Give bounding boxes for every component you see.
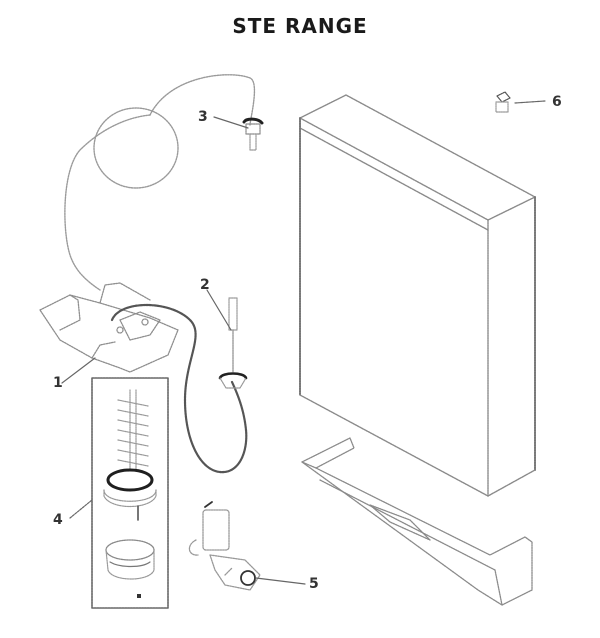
callout-label-2: 2 xyxy=(200,277,210,293)
leader-line-1 xyxy=(61,357,96,384)
leader-line-4 xyxy=(69,499,93,519)
bottom-trim xyxy=(301,437,533,606)
sensor-cable xyxy=(110,303,248,474)
diagram-title: STE RANGE xyxy=(232,14,368,38)
element-kit-part-4 xyxy=(91,377,169,609)
callout-label-1: 1 xyxy=(53,375,63,391)
screw-part-6 xyxy=(495,91,546,113)
cable-loop xyxy=(64,74,256,291)
callout-label-6: 6 xyxy=(552,94,562,110)
leader-line-5 xyxy=(255,577,306,585)
callout-label-4: 4 xyxy=(53,512,63,528)
callout-label-5: 5 xyxy=(309,576,319,592)
bracket-part-1 xyxy=(39,282,179,373)
valve-part-5 xyxy=(188,501,261,591)
front-cover-panel xyxy=(299,94,536,497)
probe-part-2 xyxy=(206,289,248,389)
connector-part-3 xyxy=(213,116,264,151)
callout-label-3: 3 xyxy=(198,109,208,125)
